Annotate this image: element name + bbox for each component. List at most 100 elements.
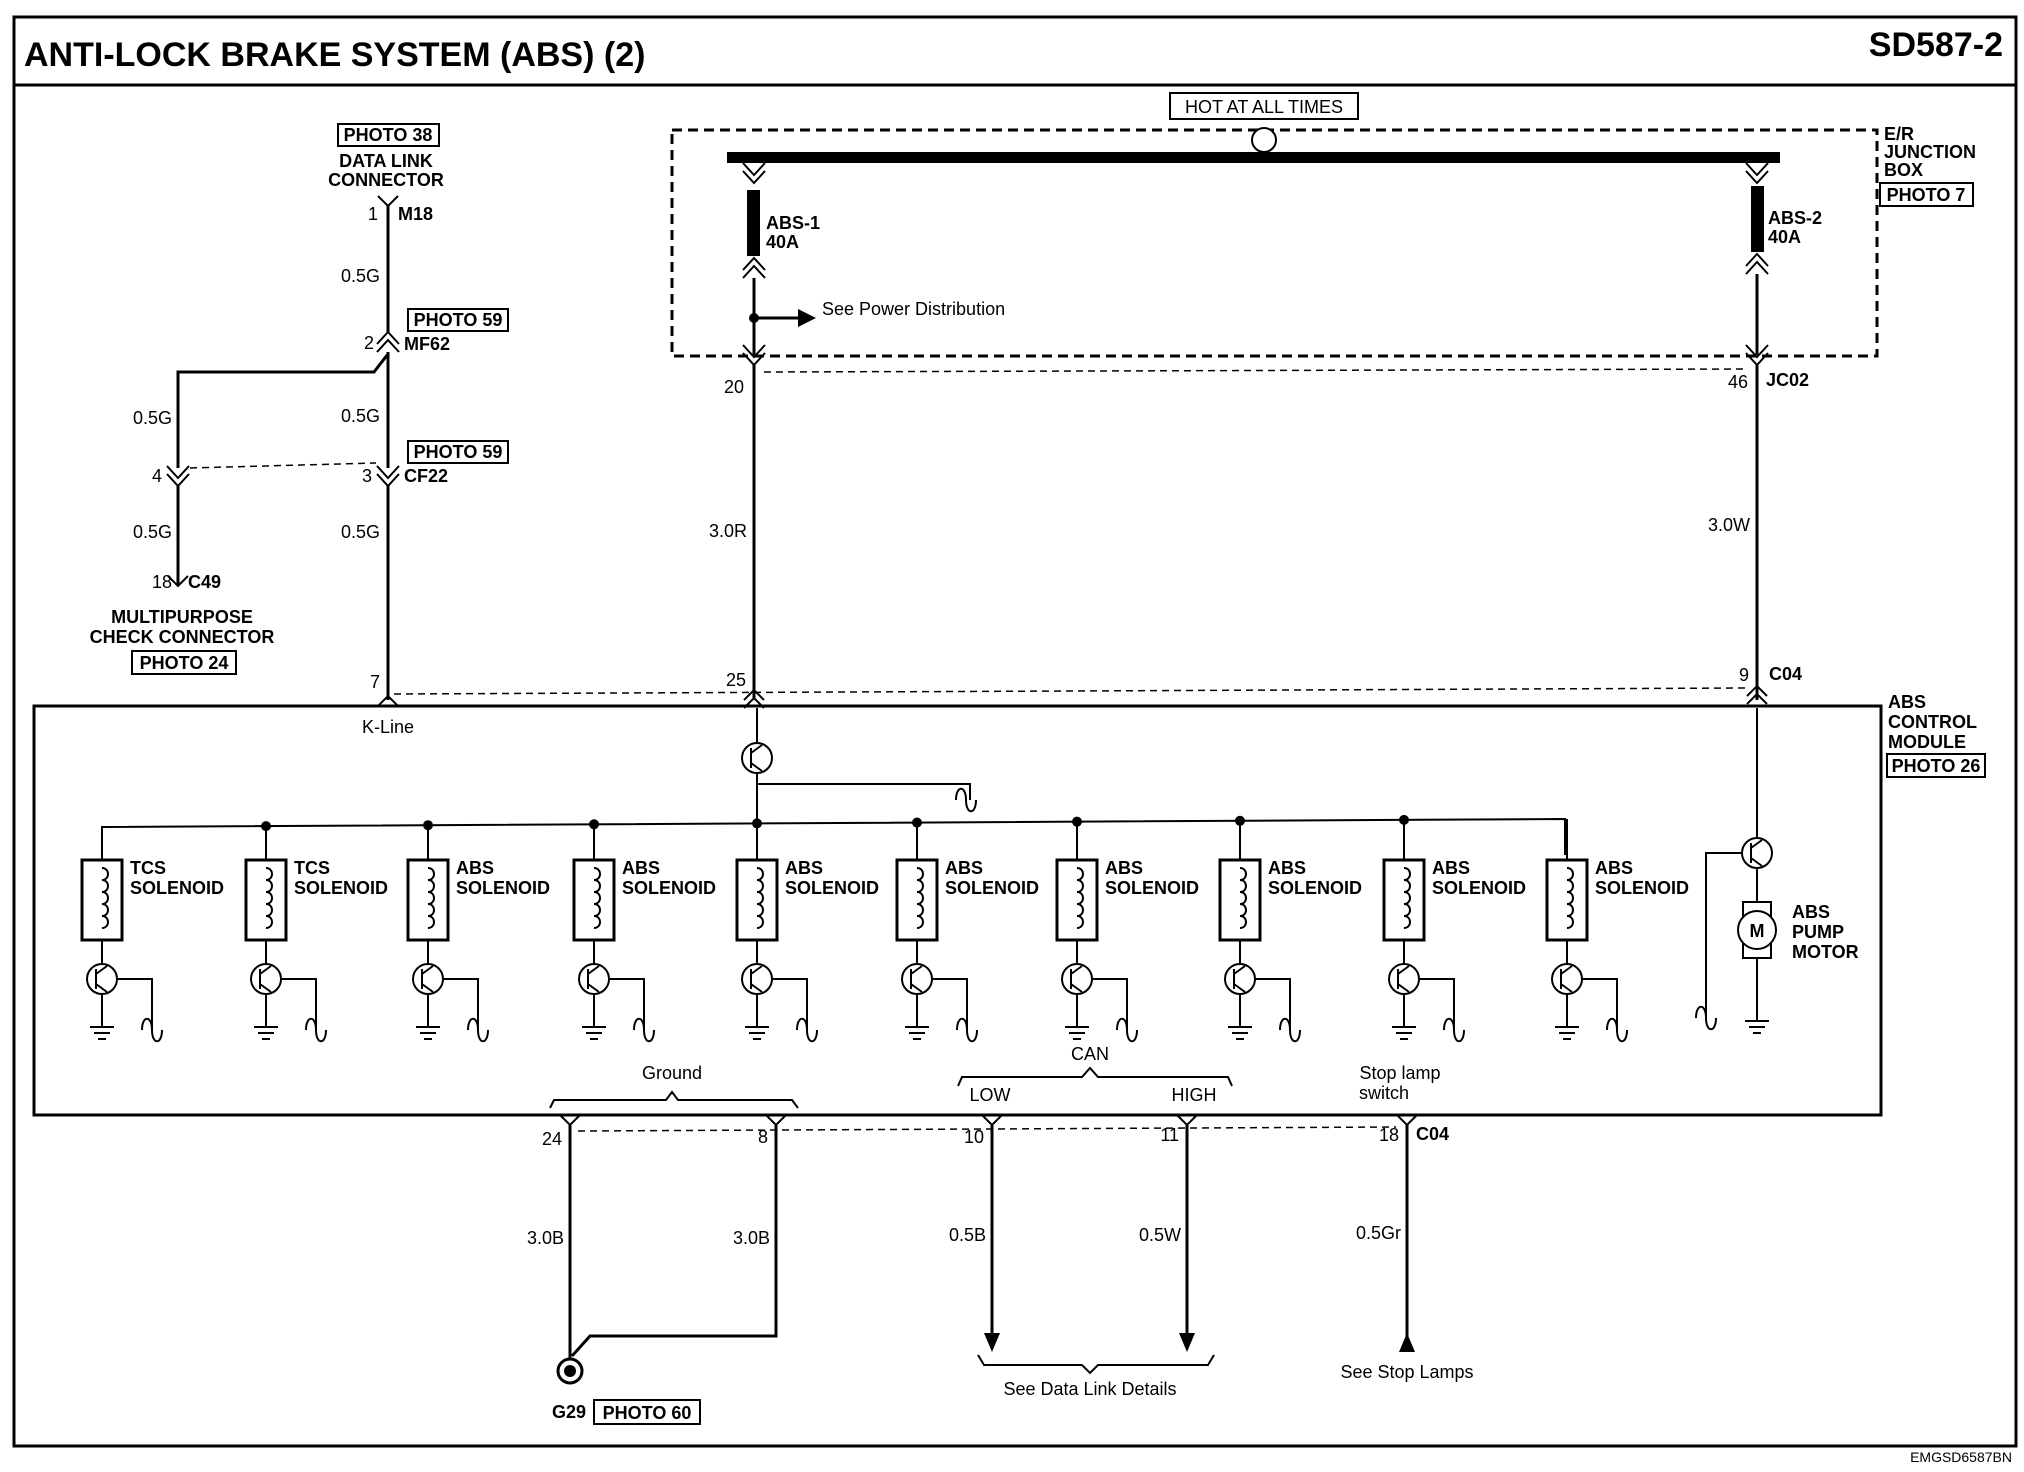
fuse2-top-connector xyxy=(1745,162,1769,185)
fuse2-rating: 40A xyxy=(1768,227,1801,247)
ground-wire-pin8 xyxy=(570,1125,778,1358)
stop-lamp-arrow xyxy=(1399,1333,1415,1352)
fuse2-name: ABS-2 xyxy=(1768,208,1822,228)
control-signal xyxy=(467,1017,489,1043)
cf22-link xyxy=(189,462,377,469)
control-signal xyxy=(1606,1017,1628,1043)
solenoid-coil xyxy=(593,867,601,929)
module-name-1: ABS xyxy=(1888,692,1926,712)
jc02-pin20: 20 xyxy=(724,377,744,397)
module-photo: PHOTO 26 xyxy=(1892,756,1981,776)
fuse1-bottom-connector xyxy=(742,256,766,279)
jc02-connector-link xyxy=(763,368,1747,373)
transistor-internals xyxy=(421,965,434,993)
busbar xyxy=(727,152,1780,163)
solenoid-coil xyxy=(427,867,435,929)
see-stop-lamps: See Stop Lamps xyxy=(1340,1362,1473,1382)
ground-symbol xyxy=(1555,1026,1579,1040)
solenoid-label: SOLENOID xyxy=(785,878,879,898)
transistor-internals xyxy=(259,965,272,993)
solenoid-coil xyxy=(1566,867,1574,929)
junction-box-name-3: BOX xyxy=(1884,160,1923,180)
transistor-control-wire xyxy=(772,978,808,1030)
data-link-brace xyxy=(977,1354,1215,1375)
data-link-name-2: CONNECTOR xyxy=(328,170,444,190)
can-low-arrow xyxy=(984,1333,1000,1352)
motor-transistor-signal xyxy=(1695,1005,1717,1031)
can-brace xyxy=(957,1066,1233,1087)
see-power-distribution: See Power Distribution xyxy=(822,299,1005,319)
fuse2-bottom-connector xyxy=(1745,252,1769,275)
wire-can-low-label: 0.5B xyxy=(949,1225,986,1245)
ground-symbol xyxy=(905,1026,929,1040)
fuse1-name: ABS-1 xyxy=(766,213,820,233)
motor-symbol: M xyxy=(1750,921,1765,941)
wire-pin8-label: 3.0B xyxy=(733,1228,770,1248)
page-frame xyxy=(12,15,2018,1448)
solenoid-coil-box xyxy=(572,858,616,942)
can-low-label: LOW xyxy=(969,1085,1010,1105)
g29-photo: PHOTO 60 xyxy=(603,1403,692,1423)
transistor-internals xyxy=(1560,965,1573,993)
motor-transistor-internals xyxy=(1750,839,1763,867)
c04-pin9: 9 xyxy=(1739,665,1749,685)
cf22-right-connector xyxy=(376,465,400,488)
kline-label: K-Line xyxy=(362,717,414,737)
solenoid-label: SOLENOID xyxy=(1105,878,1199,898)
cf22-pin-left: 4 xyxy=(152,466,162,486)
solenoid-coil-box xyxy=(1218,858,1262,942)
solenoid-type-label: ABS xyxy=(1105,858,1143,878)
transistor-control-wire xyxy=(609,978,645,1030)
module-name-3: MODULE xyxy=(1888,732,1966,752)
solenoid-coil xyxy=(756,867,764,929)
motor-name-1: ABS xyxy=(1792,902,1830,922)
solenoid-type-label: TCS xyxy=(294,858,330,878)
solenoid-type-label: ABS xyxy=(1595,858,1633,878)
mpc-name-2: CHECK CONNECTOR xyxy=(90,627,275,647)
mf62-photo: PHOTO 59 xyxy=(414,310,503,330)
wire-stop-lamp-label: 0.5Gr xyxy=(1356,1223,1401,1243)
hot-at-all-times-label: HOT AT ALL TIMES xyxy=(1185,97,1343,117)
control-signal xyxy=(633,1017,655,1043)
transistor-internals xyxy=(750,965,763,993)
mpc-photo-box xyxy=(131,650,237,675)
solenoid-coil-box xyxy=(1055,858,1099,942)
control-signal xyxy=(1443,1017,1465,1043)
solenoid-coil-box xyxy=(735,858,779,942)
solenoid-label: SOLENOID xyxy=(130,878,224,898)
cf22-pin: 3 xyxy=(362,466,372,486)
mf62-connector-label: MF62 xyxy=(404,334,450,354)
ground-symbol xyxy=(90,1026,114,1040)
main-transistor-internals xyxy=(750,744,763,772)
fuse-abs2 xyxy=(1751,186,1764,252)
ground-symbol xyxy=(416,1026,440,1040)
transistor-internals xyxy=(587,965,600,993)
control-signal xyxy=(956,1017,978,1043)
main-transistor-control xyxy=(756,773,971,800)
mf62-connector xyxy=(376,330,400,353)
wire-can-high-label: 0.5W xyxy=(1139,1225,1181,1245)
solenoid-type-label: ABS xyxy=(456,858,494,878)
c04-top-connector-label: C04 xyxy=(1769,664,1802,684)
c04-pin10: 10 xyxy=(964,1127,984,1147)
c04-top-link xyxy=(393,687,1746,695)
transistor-control-wire xyxy=(117,978,153,1030)
solenoid-label: SOLENOID xyxy=(294,878,388,898)
motor-name-2: PUMP xyxy=(1792,922,1844,942)
mf62-photo-box xyxy=(407,308,509,332)
g29-label: G29 xyxy=(552,1402,586,1422)
stop-lamp-switch-2: switch xyxy=(1359,1083,1409,1103)
wire-pin24-label: 3.0B xyxy=(527,1228,564,1248)
wire-3-0r-label: 3.0R xyxy=(709,521,747,541)
solenoid-coil xyxy=(265,867,273,929)
junction-box-name-2: JUNCTION xyxy=(1884,142,1976,162)
c04-bottom-connector-label: C04 xyxy=(1416,1124,1449,1144)
m18-connector xyxy=(377,195,399,208)
solenoid-label: SOLENOID xyxy=(1595,878,1689,898)
c04-pin8: 8 xyxy=(758,1127,768,1147)
